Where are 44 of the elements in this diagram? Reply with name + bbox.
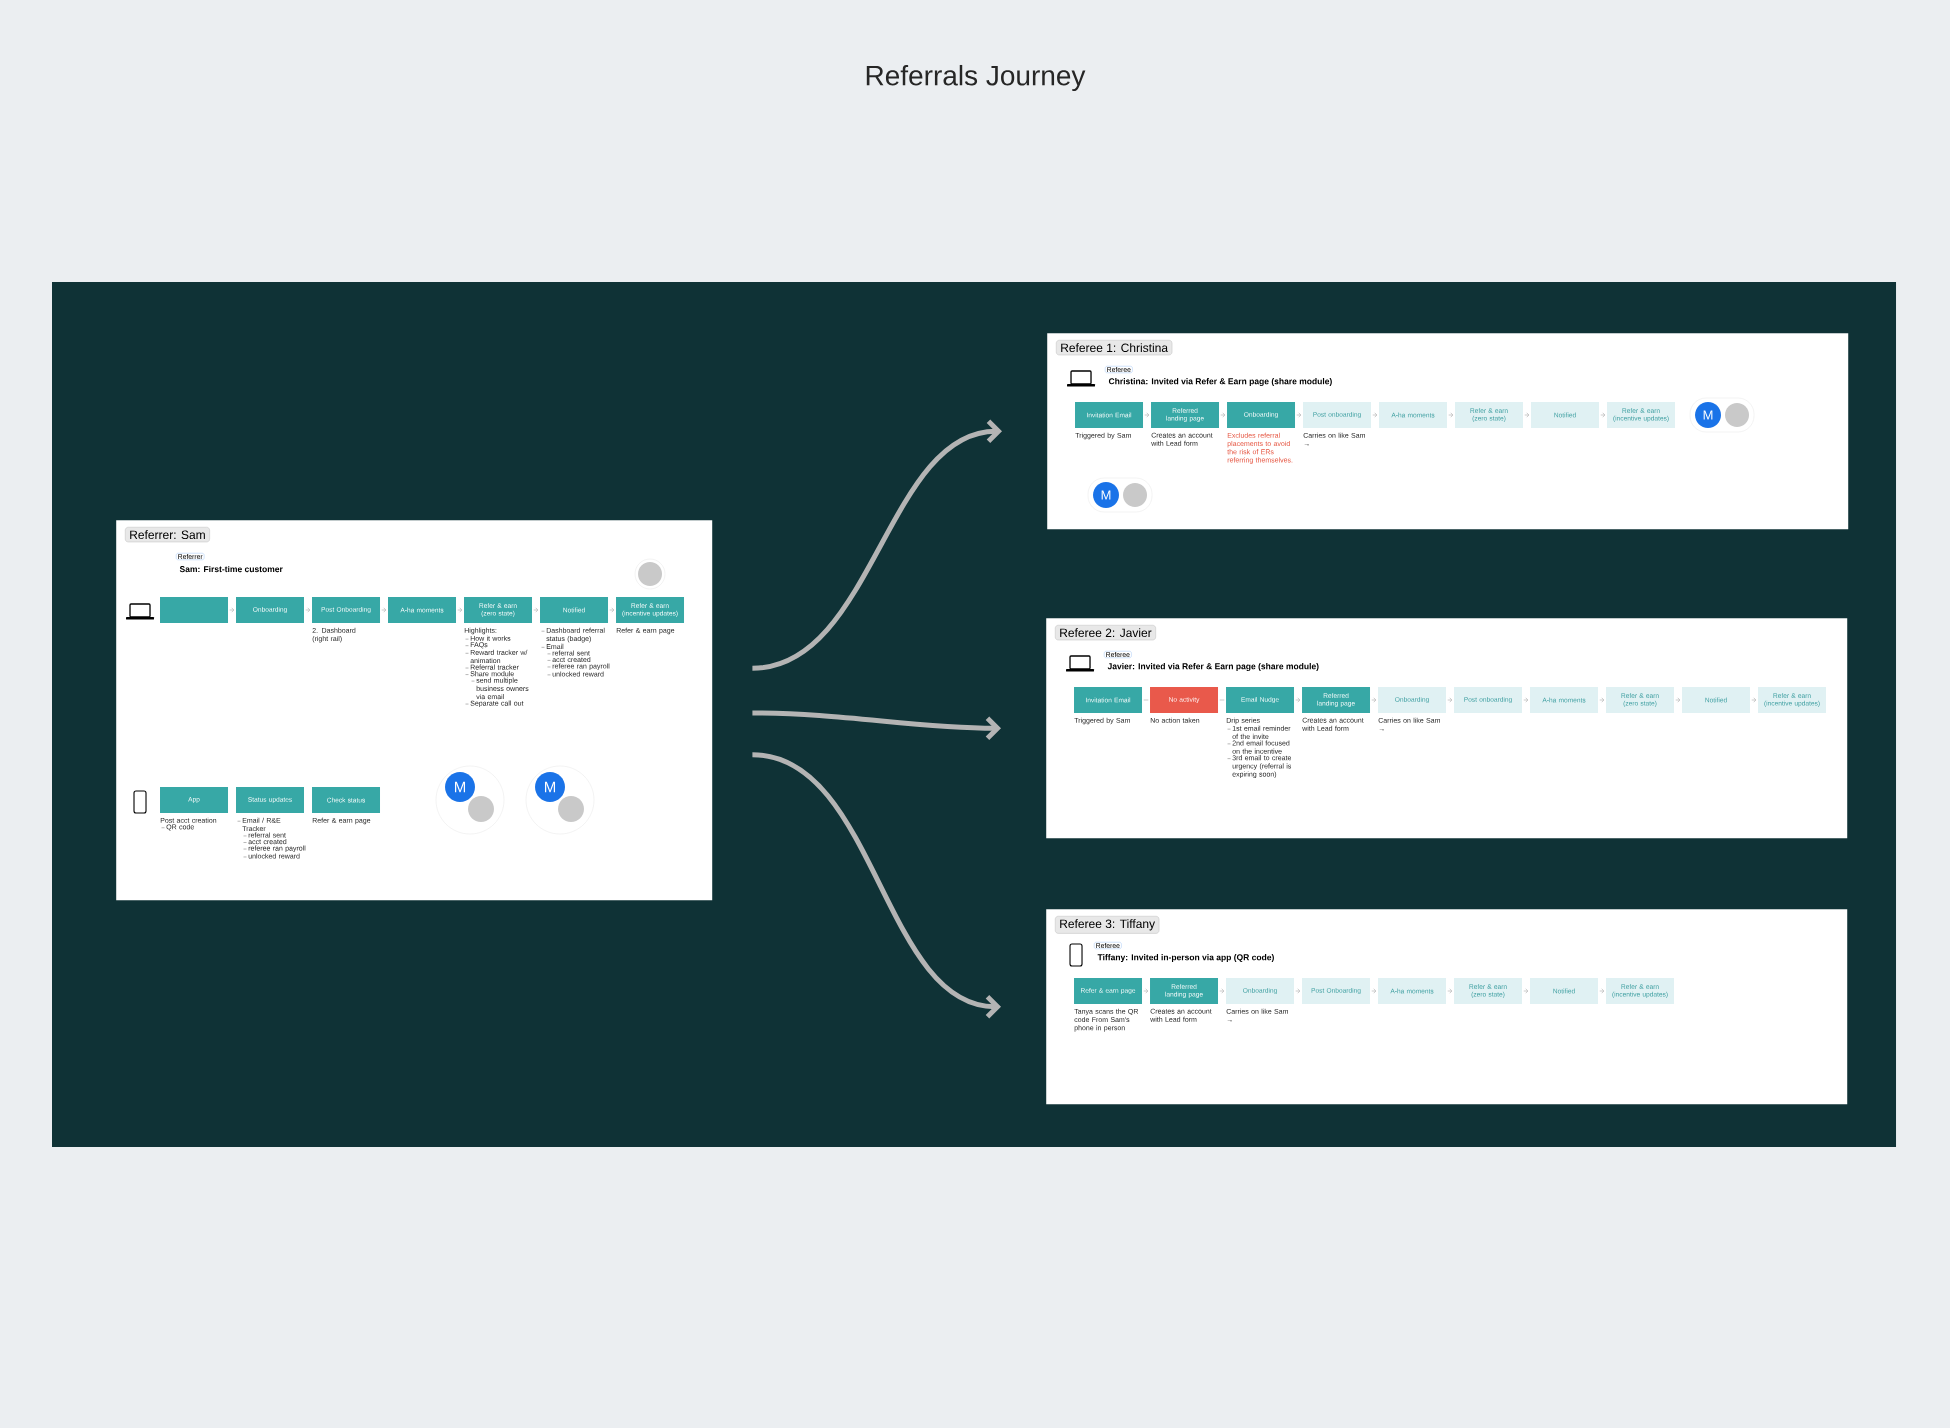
step-arrow — [1372, 412, 1378, 418]
journey-subtitle: Tiffany: Invited in-person via app (QR code) — [1097, 954, 1274, 962]
step-arrow — [305, 607, 311, 613]
step-arrow — [1599, 988, 1605, 994]
step-arrow — [457, 607, 463, 613]
step-arrow — [229, 607, 235, 613]
avatar-badge: M — [1087, 477, 1153, 513]
step-arrow — [533, 607, 539, 613]
avatar-badge: M — [525, 765, 595, 835]
step-arrow — [1219, 988, 1225, 994]
step-arrow — [1523, 697, 1529, 703]
step-arrow — [1447, 697, 1453, 703]
journey-subtitle: Javier: Invited via Refer & Earn page (share module) — [1107, 663, 1319, 671]
step-arrow — [1448, 412, 1454, 418]
step-arrow — [1675, 697, 1681, 703]
diagram-title: Referrals Journey — [866, 64, 1086, 92]
step-arrow — [1751, 697, 1757, 703]
journey-subtitle: Sam: First-time customer — [179, 565, 283, 573]
step-arrow — [609, 607, 615, 613]
step-arrow — [1371, 988, 1377, 994]
panel-heading: Referee 2: Javier — [1055, 625, 1156, 641]
step-arrow — [1295, 697, 1301, 703]
avatar-badge: M — [435, 765, 505, 835]
step-arrow — [1371, 697, 1377, 703]
step-arrow — [1143, 988, 1149, 994]
step-arrow — [1295, 988, 1301, 994]
step-arrow — [1447, 988, 1453, 994]
step-arrow — [1599, 697, 1605, 703]
step-arrow — [381, 607, 387, 613]
panel-heading: Referee 3: Tiffany — [1055, 916, 1160, 934]
flow-arrow — [751, 752, 1001, 1019]
step-arrow — [1220, 412, 1226, 418]
step-arrow — [1600, 412, 1606, 418]
step-box — [160, 597, 228, 623]
flow-arrow — [752, 419, 1002, 671]
avatar-badge: M — [1689, 397, 1755, 433]
flow-arrow — [752, 710, 1001, 740]
step-arrow — [1296, 412, 1302, 418]
step-arrow — [1524, 412, 1530, 418]
panel-heading: Referrer: Sam — [125, 527, 210, 543]
step-arrow — [1523, 988, 1529, 994]
panel-heading: Referee 1: Christina — [1056, 340, 1173, 356]
journey-subtitle: Christina: Invited via Refer & Earn page (share module) — [1108, 378, 1332, 386]
step-arrow — [1144, 412, 1150, 418]
